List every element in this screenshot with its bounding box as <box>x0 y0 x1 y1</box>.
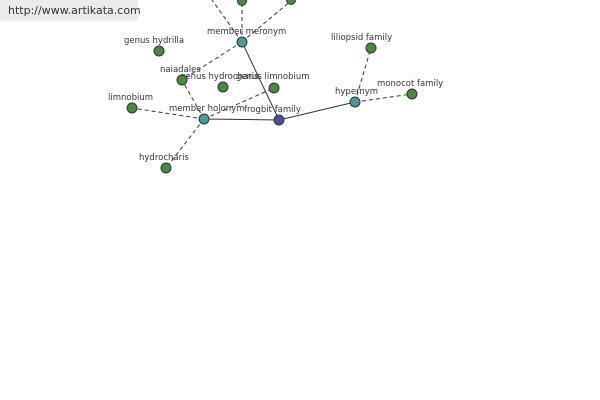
naiadales-node[interactable] <box>176 74 188 86</box>
genus-hydrilla-node[interactable] <box>153 45 165 57</box>
edge-holonym-hydrocharis <box>165 118 205 169</box>
member-holonym-label: member holonym <box>169 104 244 114</box>
edge-hypernym-liliopsid <box>354 47 372 103</box>
hydrocharis-label: hydrocharis <box>139 153 189 163</box>
genus-hydrocharis-node[interactable] <box>217 81 229 93</box>
edge-holonym-limnobium <box>131 107 205 120</box>
edge-hypernym-frogbit <box>278 101 356 121</box>
frogbit-family-node[interactable] <box>273 114 285 126</box>
genus-limnobium-node[interactable] <box>268 82 280 94</box>
edge-holonym-genus-limnobium <box>203 87 275 120</box>
partial-node-2 <box>286 0 296 5</box>
url-banner: http://www.artikata.com <box>0 0 141 21</box>
hypernym-label: hypernym <box>335 87 378 97</box>
member-meronym-label: member meronym <box>207 27 286 37</box>
monocot-family-label: monocot family <box>377 79 443 89</box>
partial-node-1 <box>237 0 247 6</box>
naiadales-label: naiadales <box>160 65 201 75</box>
member-meronym-node[interactable] <box>236 36 248 48</box>
monocot-family-node[interactable] <box>406 88 418 100</box>
edge-meronym-offscreen-2 <box>211 0 243 43</box>
edge-holonym-naiadales <box>181 79 205 120</box>
genus-limnobium-label: genus limnobium <box>236 72 310 82</box>
edge-holonym-frogbit <box>203 118 280 121</box>
member-holonym-node[interactable] <box>198 113 210 125</box>
edge-hypernym-monocot <box>354 93 413 103</box>
edge-meronym-frogbit <box>241 41 280 121</box>
genus-hydrocharis-label: genus hydrocharis <box>180 72 259 82</box>
liliopsid-family-node[interactable] <box>365 42 377 54</box>
edge-meronym-offscreen-3 <box>241 0 293 43</box>
hypernym-node[interactable] <box>349 96 361 108</box>
site-url[interactable]: http://www.artikata.com <box>8 4 141 17</box>
limnobium-node[interactable] <box>126 102 138 114</box>
genus-hydrilla-label: genus hydrilla <box>124 36 184 46</box>
hydrocharis-node[interactable] <box>160 162 172 174</box>
frogbit-family-label: frogbit family <box>244 105 301 115</box>
edge-meronym-naiadales <box>181 41 243 81</box>
liliopsid-family-label: liliopsid family <box>331 33 392 43</box>
limnobium-label: limnobium <box>108 93 153 103</box>
